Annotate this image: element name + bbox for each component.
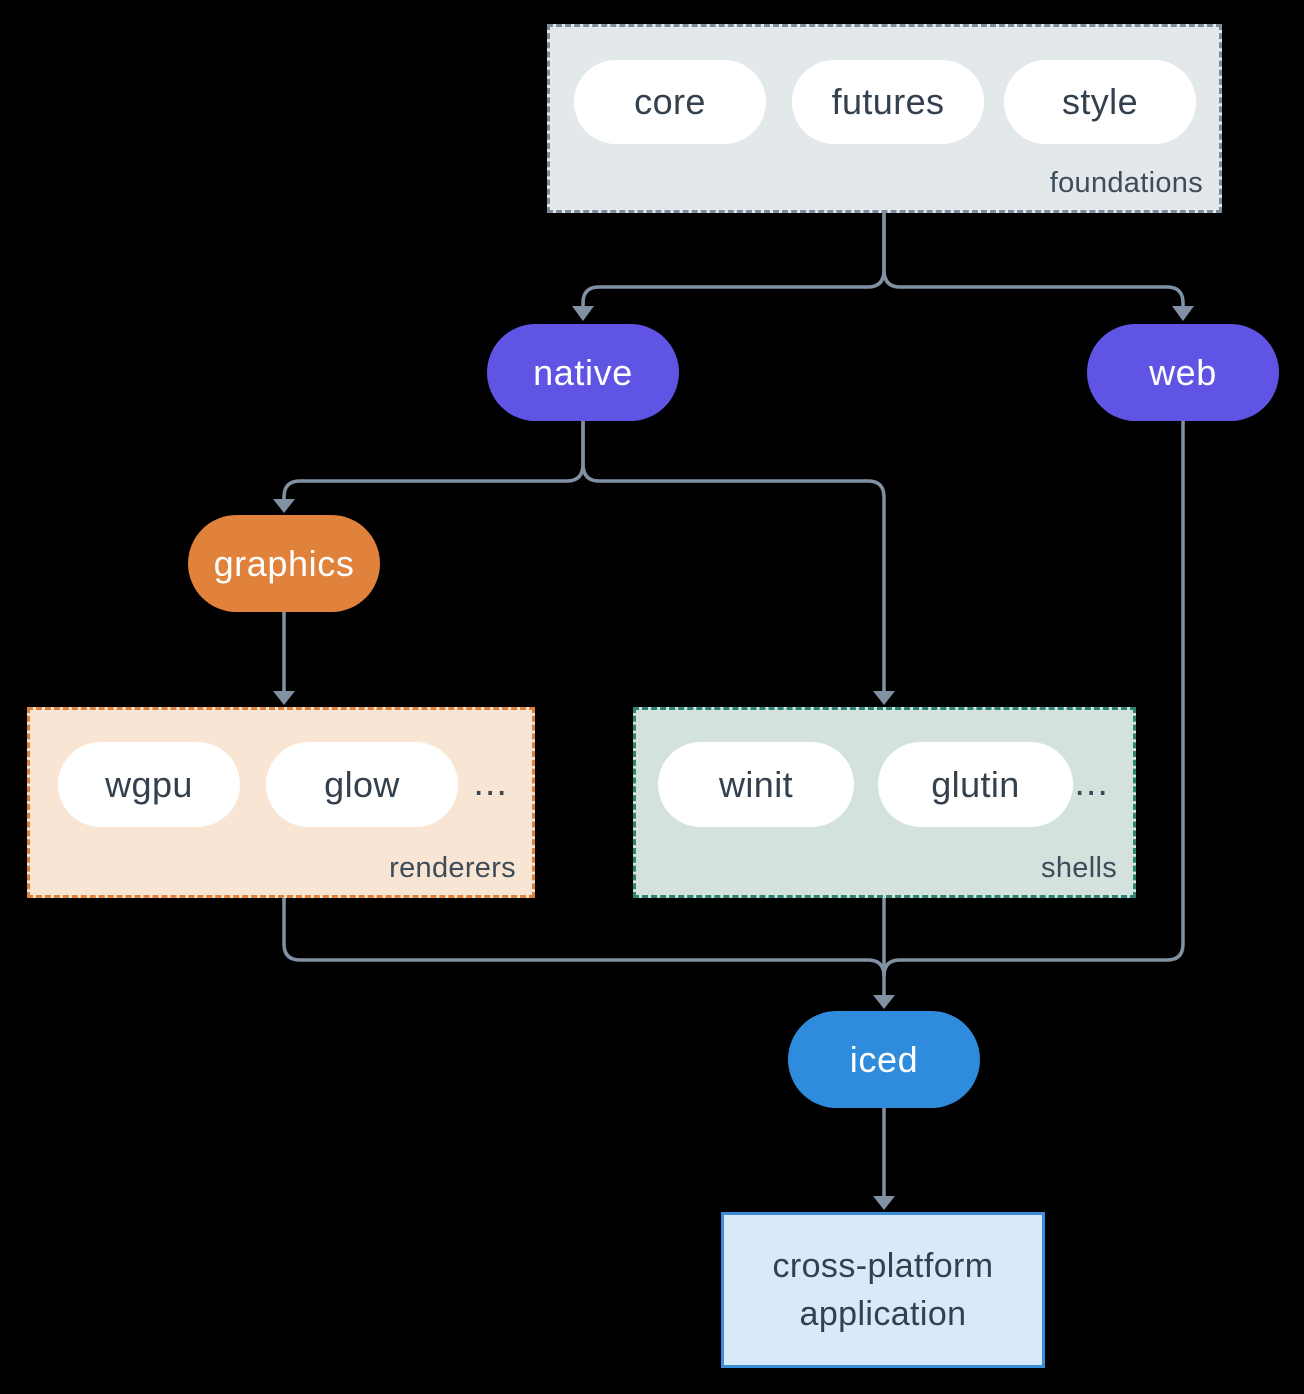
- shells-group: winit glutin ... shells: [633, 707, 1136, 898]
- edge-foundations-web: [882, 213, 1185, 307]
- foundations-group-label: foundations: [1049, 167, 1203, 199]
- foundations-group: core futures style foundations: [547, 24, 1222, 213]
- node-glow: glow: [266, 742, 458, 827]
- node-style-label: style: [1061, 81, 1139, 122]
- edge-native-shells: [581, 421, 886, 691]
- node-application-line2: application: [799, 1295, 967, 1333]
- node-native-label: native: [533, 351, 633, 393]
- shells-group-label: shells: [1041, 852, 1117, 884]
- node-core: core: [574, 60, 766, 144]
- arrowhead-application: [873, 1196, 895, 1210]
- arrowhead-shells: [873, 691, 895, 705]
- node-web-label: web: [1149, 351, 1217, 393]
- node-graphics-label: graphics: [213, 542, 355, 584]
- edge-renderers-iced: [282, 898, 886, 977]
- node-winit: winit: [658, 742, 854, 827]
- node-application: cross-platform application: [721, 1212, 1045, 1368]
- renderers-group-label: renderers: [389, 852, 516, 884]
- node-graphics: graphics: [188, 515, 380, 612]
- arrowhead-native: [572, 306, 594, 321]
- shells-ellipsis: ...: [1074, 762, 1109, 804]
- edge-foundations-native: [581, 213, 886, 307]
- node-web: web: [1087, 324, 1279, 421]
- node-core-label: core: [634, 81, 706, 122]
- node-wgpu-label: wgpu: [105, 763, 193, 805]
- node-native: native: [487, 324, 679, 421]
- renderers-group: wgpu glow ... renderers: [27, 707, 535, 898]
- renderers-ellipsis: ...: [473, 762, 508, 804]
- node-futures-label: futures: [831, 81, 945, 122]
- node-iced-label: iced: [849, 1038, 919, 1080]
- arrowhead-graphics: [273, 499, 295, 513]
- node-winit-label: winit: [718, 763, 794, 805]
- node-wgpu: wgpu: [58, 742, 240, 827]
- node-glow-label: glow: [324, 763, 400, 805]
- node-futures: futures: [792, 60, 984, 144]
- node-style: style: [1004, 60, 1196, 144]
- node-application-line1: cross-platform: [772, 1247, 994, 1285]
- node-glutin: glutin: [878, 742, 1073, 827]
- node-glutin-label: glutin: [931, 763, 1020, 805]
- arrowhead-renderers: [273, 691, 295, 705]
- arrowhead-web: [1172, 306, 1194, 321]
- arrowhead-iced: [873, 995, 895, 1009]
- edge-native-graphics: [282, 421, 585, 500]
- node-iced: iced: [788, 1011, 980, 1108]
